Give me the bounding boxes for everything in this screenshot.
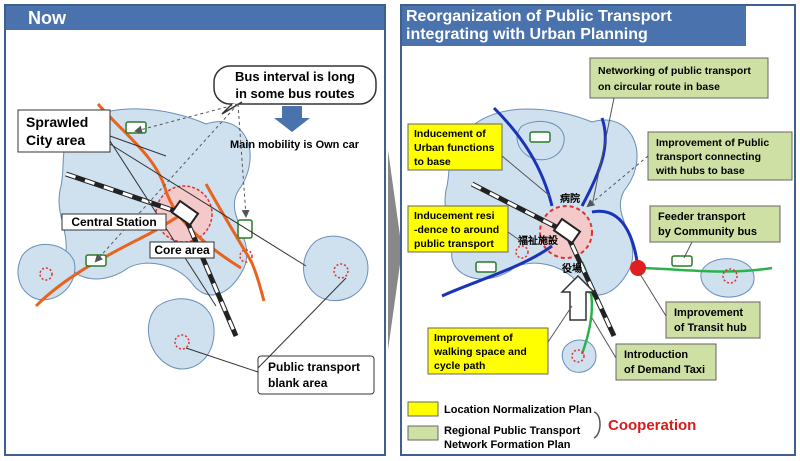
reorg-map: 病院 福祉施設 役場 Networking of public transpor… (407, 57, 793, 451)
sprawled-line-1: Sprawled (26, 114, 88, 130)
dot-circle-1 (239, 249, 253, 263)
legend-green-swatch (407, 425, 439, 441)
reorg-dot-3 (515, 245, 529, 259)
reorg-title-2: integrating with Urban Planning (406, 26, 648, 43)
reorg-bus-1 (529, 131, 551, 143)
reorg-area-south (561, 339, 597, 373)
reorg-area-east (700, 258, 755, 298)
inducement-urban-line-3: to base (414, 156, 451, 168)
transit-hub-marker (630, 260, 646, 276)
reorg-dot-1 (722, 268, 738, 284)
legend-yellow-swatch (407, 401, 439, 417)
blue-route-4 (580, 117, 607, 207)
walking-box (427, 327, 549, 375)
cooperation-arrows (593, 411, 601, 439)
feeder-line-1: Feeder transport (658, 211, 746, 223)
legend-regional-1: Regional Public Transport (444, 425, 581, 437)
interval-line-2: in some bus routes (235, 86, 354, 101)
dot-circle-2 (333, 263, 349, 279)
networking-line-1: Networking of public transport (598, 65, 751, 77)
reorg-header: Reorganization of Public Transport integ… (402, 6, 746, 46)
welfare-label: 福祉施設 (517, 234, 559, 247)
hub-box (665, 301, 761, 339)
inducement-res-line-3: public transport (414, 238, 494, 250)
blank-area-west (17, 243, 76, 301)
cooperation-label: Cooperation (608, 417, 696, 434)
walking-line-1: Improvement of (434, 332, 513, 344)
central-station-icon (170, 199, 200, 227)
interval-callout-bubble (213, 65, 377, 105)
reorg-dot-2 (571, 349, 585, 363)
mobility-arrow (274, 106, 310, 132)
hub-line-1: Improvement (674, 307, 743, 319)
legend-regional-2: Network Formation Plan (444, 439, 571, 451)
inducement-res-line-1: Inducement resi (414, 210, 495, 222)
reorg-bus-2 (475, 261, 497, 273)
interval-line-1: Bus interval is long (235, 69, 355, 84)
mobility-text: Main mobility is Own car (230, 139, 360, 151)
green-route-1 (637, 266, 773, 273)
reorganization-panel: Reorganization of Public Transport integ… (400, 4, 796, 456)
networking-line-1b: on circular route in base (598, 81, 720, 93)
feeder-box (649, 205, 781, 243)
blank-area-label-box (257, 355, 375, 395)
inducement-urban-line-2: Urban functions (414, 142, 495, 154)
now-header: Now (6, 6, 384, 30)
now-title: Now (28, 8, 66, 28)
central-station-label: Central Station (71, 215, 156, 229)
sprawled-line-2: City area (26, 132, 85, 148)
legend-location: Location Normalization Plan (444, 404, 592, 416)
blue-route-1 (492, 106, 554, 207)
blue-route-2 (441, 244, 553, 298)
hub-line-2: of Transit hub (674, 322, 747, 334)
blue-route-3 (591, 209, 640, 269)
blank-line-2: blank area (268, 376, 328, 390)
demand-taxi-line-2: of Demand Taxi (624, 364, 705, 376)
reorg-bus-3 (671, 255, 693, 267)
reorg-title-1: Reorganization of Public Transport (406, 8, 672, 25)
now-panel: Now Bus interval (4, 4, 386, 456)
hospital-label: 病院 (560, 192, 580, 205)
networking-box (589, 57, 769, 99)
dot-circle-4 (39, 267, 53, 281)
bus-icon-2 (237, 219, 253, 239)
bus-icon-1 (125, 121, 147, 134)
city-hall-label: 役場 (562, 262, 582, 275)
now-map: Bus interval is long in some bus routes … (17, 65, 377, 395)
improvement-pt-line-1: Improvement of Public (656, 137, 769, 149)
bus-route-2 (34, 212, 185, 308)
inducement-urban-line-1: Inducement of (414, 128, 486, 140)
walking-line-2: walking space and (433, 346, 527, 358)
blank-area-south (147, 298, 215, 370)
core-area-label: Core area (154, 243, 210, 257)
improvement-pt-line-2: transport connecting (656, 151, 761, 163)
central-station-label-box (61, 213, 167, 231)
reorg-station-icon (552, 217, 582, 245)
demand-taxi-line-1: Introduction (624, 349, 688, 361)
inducement-res-line-2: -dence to around (414, 224, 499, 236)
core-area-label-box (149, 241, 215, 259)
dot-circle-3 (174, 334, 190, 350)
improvement-pt-box (647, 131, 793, 181)
inducement-urban-box (407, 123, 503, 171)
transition-arrow (388, 150, 402, 350)
walking-line-3: cycle path (434, 360, 485, 372)
sprawled-label-box (17, 109, 111, 153)
blank-area-east (303, 235, 369, 302)
inducement-res-box (407, 205, 509, 253)
bus-route-3 (204, 183, 266, 302)
demand-taxi-box (615, 343, 717, 381)
feeder-line-2: by Community bus (658, 226, 757, 238)
blank-line-1: Public transport (268, 360, 360, 374)
improvement-pt-line-3: with hubs to base (655, 165, 745, 177)
